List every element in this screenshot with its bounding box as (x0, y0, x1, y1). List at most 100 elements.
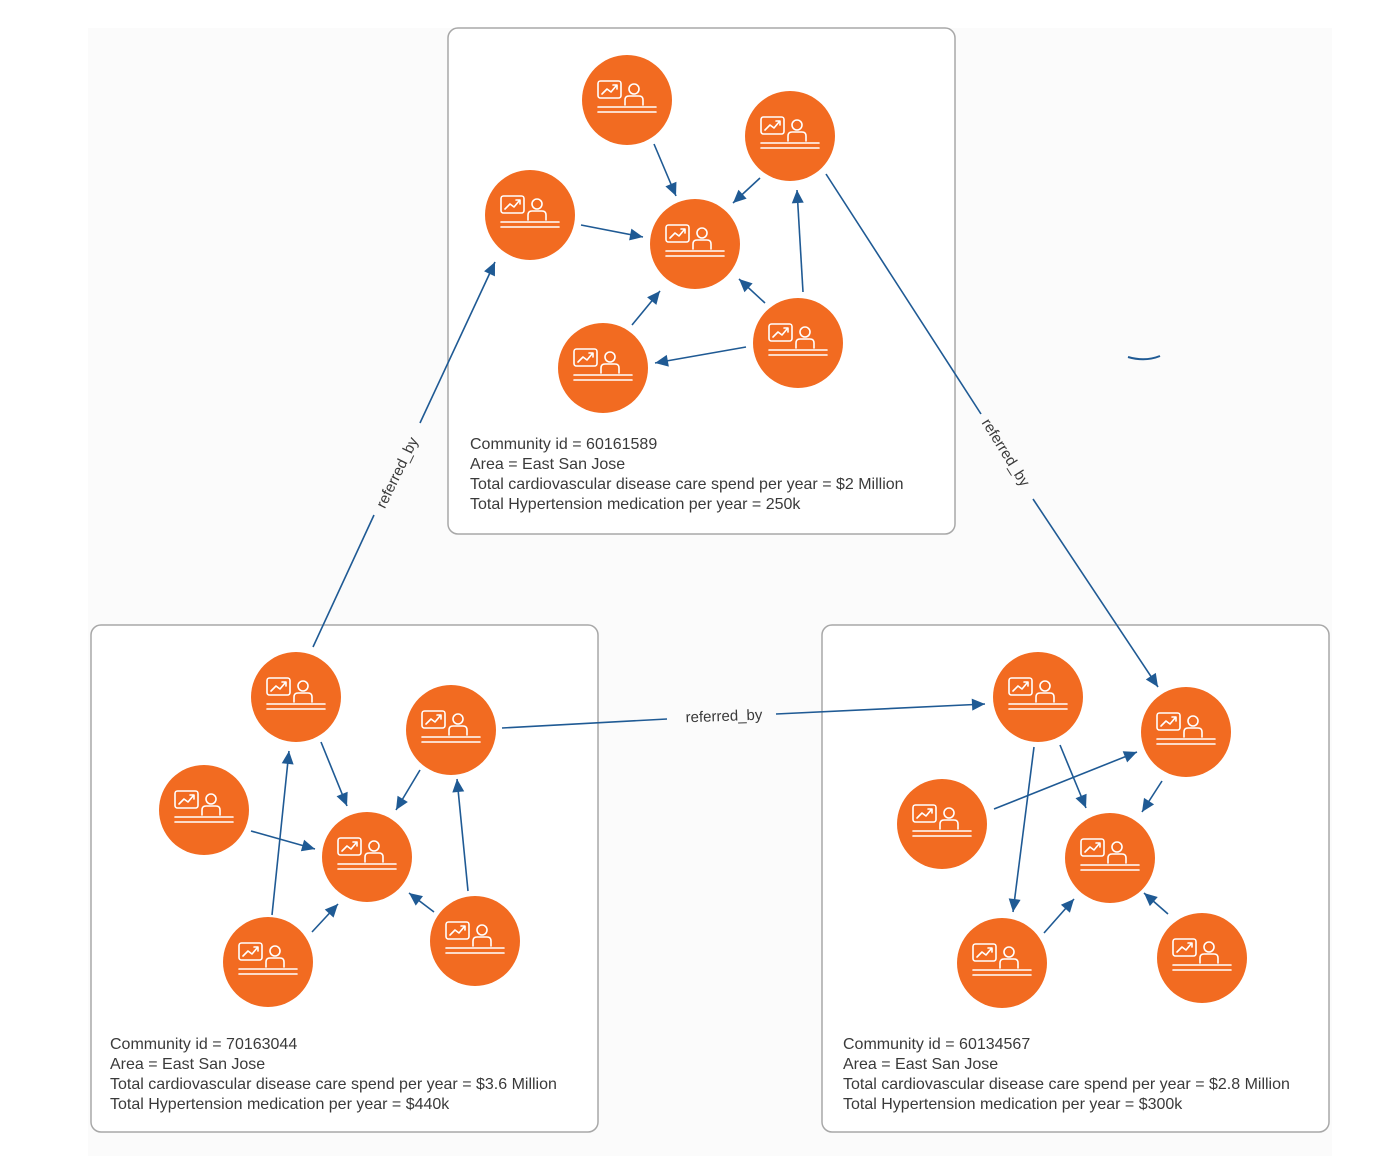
referred-by-edge (825, 173, 982, 415)
arrowhead (336, 791, 348, 806)
decorative-arc (1127, 355, 1161, 361)
presentation-person-icon (573, 348, 633, 381)
referred-by-edge (419, 261, 496, 424)
community-info-top: Community id = 60161589 Area = East San … (470, 436, 904, 513)
arrowhead (1142, 797, 1155, 812)
presentation-person-icon (266, 677, 326, 710)
community-node[interactable] (993, 652, 1083, 742)
presentation-person-icon (445, 921, 505, 954)
community-node[interactable] (1141, 687, 1231, 777)
arrowhead (409, 893, 423, 906)
referred-by-edge (501, 718, 668, 729)
community-node[interactable] (1157, 913, 1247, 1003)
node-circle (745, 91, 835, 181)
arrowhead (1144, 893, 1158, 907)
presentation-person-icon (597, 80, 657, 113)
edge-arrow (1012, 746, 1035, 913)
community-node[interactable] (223, 917, 313, 1007)
arrowhead (647, 291, 660, 305)
nodes-layer (159, 55, 1247, 1008)
community-node[interactable] (897, 779, 987, 869)
community-medication-text: Total Hypertension medication per year =… (843, 1096, 1183, 1113)
edge-arrow (271, 750, 290, 916)
arrowhead (629, 228, 643, 241)
arrowhead (733, 189, 747, 203)
node-circle (406, 685, 496, 775)
community-node[interactable] (957, 918, 1047, 1008)
community-node[interactable] (650, 199, 740, 289)
edge-arrow (654, 346, 747, 364)
community-spend-text: Total cardiovascular disease care spend … (843, 1076, 1290, 1093)
presentation-person-icon (337, 837, 397, 870)
arrowhead (791, 190, 804, 204)
arrowhead (1008, 898, 1021, 912)
arrowhead (396, 795, 408, 810)
presentation-person-icon (500, 195, 560, 228)
arrowhead (1060, 899, 1074, 913)
presentation-person-icon (1080, 838, 1140, 871)
presentation-person-icon (665, 224, 725, 257)
presentation-person-icon (238, 942, 298, 975)
arrowhead (300, 839, 315, 852)
node-circle (251, 652, 341, 742)
edges-layer (250, 143, 1169, 934)
community-node[interactable] (406, 685, 496, 775)
node-circle (753, 298, 843, 388)
referred-by-edge (1032, 498, 1159, 688)
community-node[interactable] (582, 55, 672, 145)
community-medication-text: Total Hypertension medication per year =… (470, 496, 801, 513)
community-area-text: Area = East San Jose (110, 1056, 265, 1073)
arrowhead (452, 779, 465, 793)
node-circle (558, 323, 648, 413)
community-id-text: Community id = 60161589 (470, 436, 657, 453)
node-circle (223, 917, 313, 1007)
community-medication-text: Total Hypertension medication per year =… (110, 1096, 450, 1113)
community-node[interactable] (558, 323, 648, 413)
edge-label-referred-by: referred_by (978, 416, 1033, 490)
node-circle (1065, 813, 1155, 903)
community-id-text: Community id = 70163044 (110, 1036, 297, 1053)
community-node[interactable] (159, 765, 249, 855)
node-circle (1141, 687, 1231, 777)
presentation-person-icon (421, 710, 481, 743)
node-circle (957, 918, 1047, 1008)
edge-label-referred-by: referred_by (685, 707, 763, 727)
referred-by-edge (312, 514, 375, 648)
arrowhead (655, 354, 669, 367)
referred-by-edge (775, 703, 986, 715)
community-node[interactable] (322, 812, 412, 902)
presentation-person-icon (1008, 677, 1068, 710)
community-node[interactable] (251, 652, 341, 742)
node-circle (430, 896, 520, 986)
arrowhead (665, 181, 677, 196)
node-circle (993, 652, 1083, 742)
community-node[interactable] (430, 896, 520, 986)
edge-arrow (993, 751, 1138, 810)
community-node[interactable] (485, 170, 575, 260)
presentation-person-icon (1172, 938, 1232, 971)
community-node[interactable] (745, 91, 835, 181)
community-id-text: Community id = 60134567 (843, 1036, 1030, 1053)
arrowhead (1075, 793, 1087, 808)
node-circle (582, 55, 672, 145)
presentation-person-icon (912, 804, 972, 837)
presentation-person-icon (972, 943, 1032, 976)
arrowhead (739, 279, 753, 293)
arrowhead (324, 904, 338, 918)
edge-arrow (456, 778, 469, 892)
arrowhead (1145, 672, 1158, 687)
node-circle (159, 765, 249, 855)
edge-arrow (796, 189, 804, 293)
presentation-person-icon (760, 116, 820, 149)
presentation-person-icon (768, 323, 828, 356)
community-info-left: Community id = 70163044 Area = East San … (110, 1036, 557, 1113)
community-area-text: Area = East San Jose (843, 1056, 998, 1073)
community-node[interactable] (1065, 813, 1155, 903)
arrowhead (971, 698, 985, 711)
arrowhead (484, 262, 495, 277)
node-circle (650, 199, 740, 289)
community-node[interactable] (753, 298, 843, 388)
node-circle (1157, 913, 1247, 1003)
